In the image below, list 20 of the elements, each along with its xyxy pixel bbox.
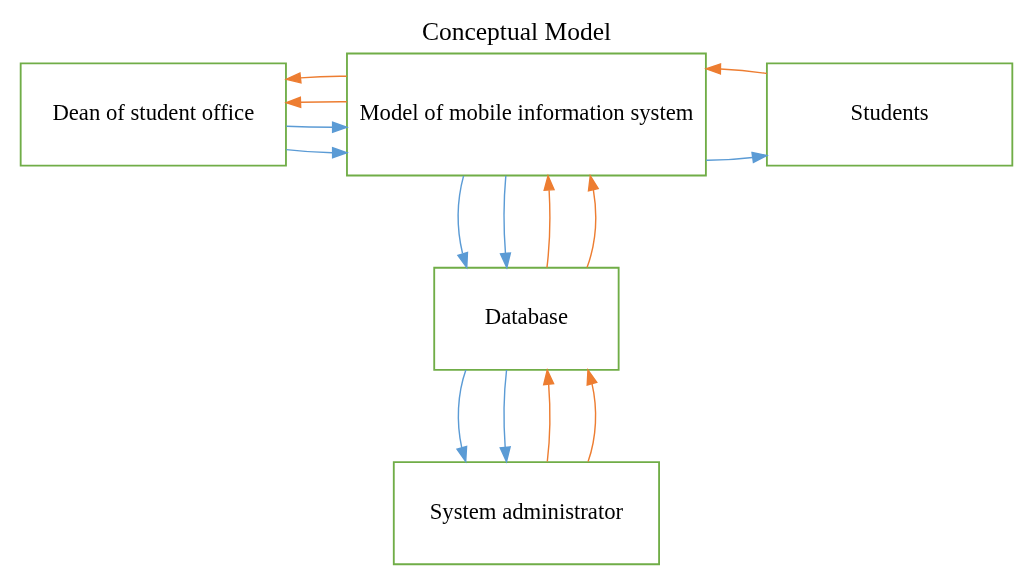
arrow (703, 63, 767, 75)
arrow (456, 175, 468, 270)
arrow (705, 151, 769, 164)
arrow (498, 175, 511, 270)
arrow (542, 367, 555, 463)
arrow (542, 173, 555, 269)
arrow (585, 367, 598, 463)
node-box: Database (432, 266, 620, 371)
node-box: System administrator (392, 461, 660, 566)
diagram-title: Conceptual Model (421, 16, 611, 46)
arrow (585, 173, 599, 269)
node-box: Dean of student office (19, 62, 287, 167)
node-box: Students (765, 62, 1013, 167)
arrow (285, 146, 349, 159)
arrow (283, 71, 347, 84)
arrow (285, 121, 349, 134)
arrow (498, 369, 511, 464)
node-box: Model of mobile information system (345, 52, 707, 177)
arrow (283, 96, 347, 109)
arrow (455, 369, 467, 464)
